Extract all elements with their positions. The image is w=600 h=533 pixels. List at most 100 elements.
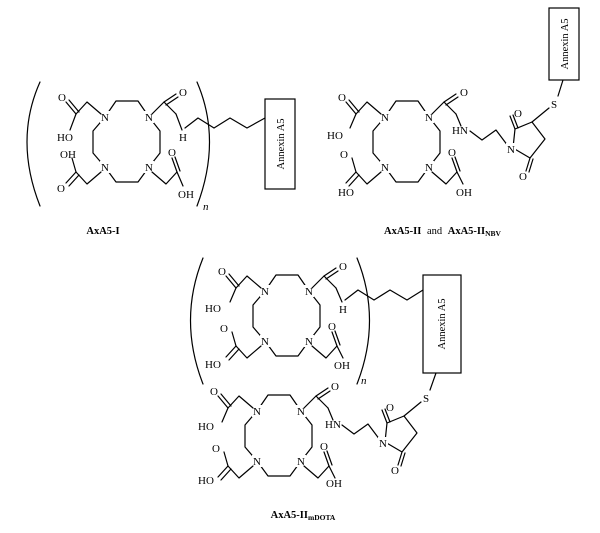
svg-text:N: N — [379, 438, 387, 450]
oxygen-atom: O — [339, 261, 347, 273]
hydroxyl-bond — [231, 331, 237, 347]
ring-nitrogen-4: N — [296, 455, 306, 468]
thioether-bond — [531, 107, 550, 123]
hydroxyl-bond — [349, 113, 357, 129]
succinimide-ring — [384, 415, 418, 453]
oxygen-atom: O — [168, 147, 176, 159]
svg-text:N: N — [381, 112, 389, 124]
oxygen-atom: O — [58, 92, 66, 104]
acetate-arm — [235, 345, 262, 359]
carbonyl-bond — [451, 157, 458, 173]
oxygen-atom: O — [386, 402, 394, 414]
ring-nitrogen-3: N — [380, 161, 390, 174]
amide-nh-bond — [327, 407, 334, 421]
imide-carbonyl — [512, 114, 519, 129]
thioether-bond — [557, 79, 564, 97]
ring-nitrogen-4: N — [424, 161, 434, 174]
imide-carbonyl — [528, 158, 534, 173]
oxygen-atom: O — [391, 465, 399, 477]
ring-nitrogen-3: N — [260, 335, 270, 348]
acetate-arm — [355, 171, 382, 185]
ring-nitrogen-1: N — [100, 111, 110, 124]
carbonyl-bond — [345, 171, 357, 184]
amide-nh: HN — [452, 125, 468, 137]
hydroxyl-group: OH — [60, 149, 76, 161]
ring-nitrogen-4: N — [144, 161, 154, 174]
hydroxyl-group: HO — [198, 421, 214, 433]
oxygen-atom: O — [57, 183, 65, 195]
imide-carbonyl — [400, 452, 406, 467]
carbonyl-bond — [65, 171, 77, 184]
ring-nitrogen-3: N — [252, 455, 262, 468]
carbonyl-bond — [334, 330, 341, 346]
thioether-bond — [403, 401, 422, 417]
oxygen-atom: O — [338, 92, 346, 104]
ring-nitrogen-2: N — [296, 405, 306, 418]
amide-arm — [303, 395, 329, 409]
hydroxyl-group: HO — [205, 359, 221, 371]
carbonyl-bond — [225, 345, 237, 358]
svg-text:N: N — [305, 286, 313, 298]
svg-text:N: N — [507, 144, 515, 156]
caption-axa5-ii-mdota: AxA5-IImDOTA — [271, 510, 336, 522]
imide-carbonyl — [509, 115, 516, 130]
annexin-box — [264, 98, 296, 190]
caption-axa5-i: AxA5-I — [86, 226, 119, 237]
oxygen-atom: HO — [338, 187, 354, 199]
carbonyl-bond — [225, 275, 237, 289]
amide-carbonyl — [325, 270, 339, 280]
ring-nitrogen-1: N — [252, 405, 262, 418]
svg-text:N: N — [253, 456, 261, 468]
svg-text:N: N — [145, 112, 153, 124]
acetate-arm — [151, 171, 178, 185]
oxygen-atom: O — [212, 443, 220, 455]
left-parenthesis — [189, 257, 204, 385]
svg-text:N: N — [101, 112, 109, 124]
linker-chain — [184, 117, 266, 129]
oxygen-atom: O — [448, 147, 456, 159]
amide-carbonyl — [163, 93, 177, 103]
hydroxyl-group: HO — [198, 475, 214, 487]
sulfur-atom: S — [423, 393, 429, 405]
carbonyl-bond — [348, 174, 360, 187]
repeat-subscript-n: n — [203, 201, 209, 213]
carbonyl-bond — [345, 101, 357, 115]
succinimide-ring — [512, 121, 546, 159]
amide-carbonyl — [317, 390, 331, 400]
oxygen-atom: O — [179, 87, 187, 99]
carbonyl-bond — [174, 156, 181, 172]
thioether-bond — [429, 372, 437, 391]
hydroxyl-bond — [221, 407, 229, 423]
imide-carbonyl — [525, 157, 531, 172]
svg-text:N: N — [101, 162, 109, 174]
hydroxyl-group: OH — [178, 189, 194, 201]
hydroxyl-bond — [351, 157, 357, 173]
structure-axa5-i: N N N N O HO O H O OH O OH n — [26, 81, 296, 237]
hydroxyl-group: HO — [327, 130, 343, 142]
svg-text:N: N — [425, 112, 433, 124]
carbonyl-bond — [228, 348, 240, 361]
annexin-box — [422, 274, 462, 374]
carbonyl-bond — [217, 465, 229, 478]
acetate-arm — [235, 275, 262, 289]
carbonyl-bond — [217, 395, 229, 409]
amide-carbonyl — [445, 96, 459, 106]
acetate-arm — [227, 395, 254, 409]
amide-nh-bond — [455, 113, 462, 127]
repeat-subscript-n: n — [361, 375, 367, 387]
oxygen-atom: O — [220, 323, 228, 335]
svg-text:N: N — [381, 162, 389, 174]
structure-axa5-ii-mdota: N N N N O HO O H HO O O OH n N N N — [189, 257, 462, 522]
imide-nitrogen: N — [506, 143, 516, 156]
imide-carbonyl — [397, 451, 403, 466]
carbonyl-bond — [323, 451, 330, 467]
amide-h: H — [339, 304, 347, 316]
ring-nitrogen-2: N — [144, 111, 154, 124]
imide-nitrogen: N — [378, 437, 388, 450]
amide-carbonyl — [315, 387, 329, 397]
oxygen-atom: O — [514, 108, 522, 120]
ring-nitrogen-1: N — [260, 285, 270, 298]
right-parenthesis — [356, 257, 371, 385]
hydroxyl-group: HO — [205, 303, 221, 315]
carbonyl-bond — [228, 273, 240, 287]
